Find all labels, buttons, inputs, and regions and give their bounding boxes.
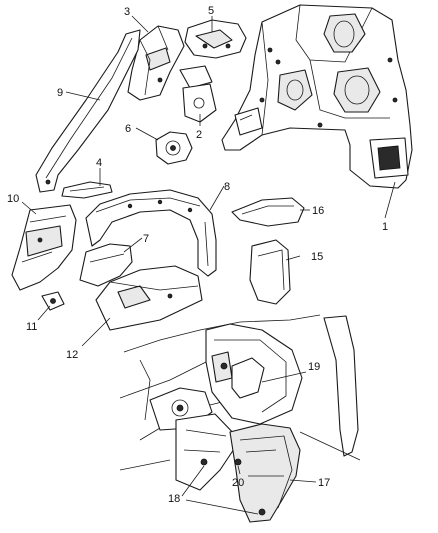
callout-18: 18 xyxy=(168,493,180,505)
part-1-quarter-inner-panel xyxy=(221,4,413,189)
part-17-splash-shield xyxy=(229,423,301,523)
callout-4: 4 xyxy=(96,157,102,169)
part-16-seal-strip xyxy=(231,197,305,227)
callout-9: 9 xyxy=(57,87,63,99)
part-2-bracket xyxy=(182,83,217,123)
callout-17: 17 xyxy=(318,477,330,489)
callout-7: 7 xyxy=(143,233,149,245)
callout-15: 15 xyxy=(311,251,323,263)
part-7-inner-bracket xyxy=(79,243,133,287)
part-19-seal xyxy=(231,357,265,399)
part-10-side-bracket xyxy=(11,204,77,291)
callout-8: 8 xyxy=(224,181,230,193)
part-8-wheelhouse-arch xyxy=(85,189,217,277)
callout-2: 2 xyxy=(196,129,202,141)
part-11-pad xyxy=(41,291,65,311)
callout-11: 11 xyxy=(26,321,37,333)
callout-20: 20 xyxy=(232,477,244,489)
callout-6: 6 xyxy=(125,123,131,135)
part-15-splash-shield xyxy=(249,239,291,305)
leader-lines xyxy=(21,15,396,515)
part-5-plate xyxy=(179,65,213,89)
part-3-pillar-bracket xyxy=(127,25,185,101)
part-20-fastener xyxy=(234,458,242,466)
callout-19: 19 xyxy=(308,361,320,373)
callout-3: 3 xyxy=(124,6,130,18)
callout-1: 1 xyxy=(382,221,388,233)
callout-12: 12 xyxy=(66,349,78,361)
part-18-fastener xyxy=(200,458,266,516)
part-6-round-cover xyxy=(155,131,193,165)
part-9-long-pillar xyxy=(35,29,141,193)
part-12-wheelhouse-liner xyxy=(95,265,203,331)
callout-10: 10 xyxy=(7,193,19,205)
callout-5: 5 xyxy=(208,5,214,17)
part-4-cover-plate xyxy=(61,181,113,199)
part-5-upper-bracket xyxy=(184,19,247,59)
callout-16: 16 xyxy=(312,205,324,217)
